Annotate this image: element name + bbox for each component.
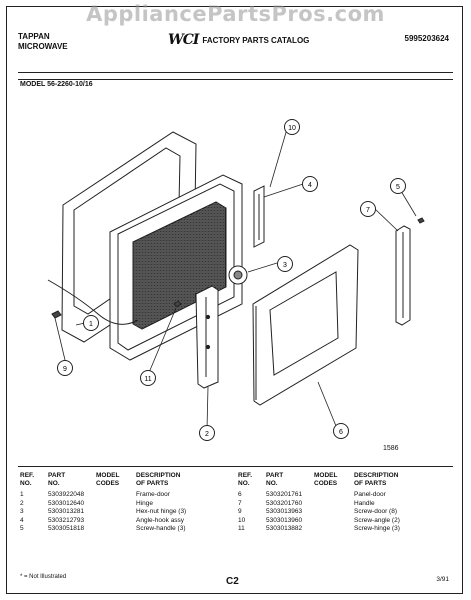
- callout-1: 1: [83, 315, 99, 331]
- hinge-drawing: [195, 285, 219, 389]
- watermark: AppliancePartsPros.com: [86, 2, 385, 26]
- handle-drawing: [395, 225, 411, 326]
- svg-text:10: 10: [288, 125, 296, 132]
- parts-table-left: REF. NO. PART NO. MODEL CODES DESCRIPTIO…: [20, 472, 190, 534]
- col-part: PART NO.: [48, 472, 66, 487]
- catalog-number: 5995203624: [404, 34, 450, 43]
- svg-text:3: 3: [283, 262, 287, 269]
- callout-10: 10: [284, 119, 300, 135]
- footnote: * = Not Illustrated: [20, 574, 67, 580]
- col-desc: DESCRIPTION OF PARTS: [136, 472, 181, 487]
- angle-hook-drawing: [253, 185, 265, 248]
- page-frame: [6, 6, 463, 594]
- svg-text:6: 6: [339, 429, 343, 436]
- wci-logo: WCI: [168, 32, 199, 48]
- brand-name: TAPPAN: [18, 32, 50, 41]
- svg-text:1: 1: [89, 321, 93, 328]
- callout-7: 7: [360, 201, 376, 217]
- callout-9: 9: [57, 360, 73, 376]
- callout-5: 5: [390, 178, 406, 194]
- svg-text:7: 7: [366, 207, 370, 214]
- col-model: MODEL CODES: [314, 472, 338, 487]
- divider-model: [18, 79, 453, 80]
- callout-11: 11: [140, 370, 156, 386]
- divider-top: [18, 72, 453, 73]
- col-ref: REF. NO.: [20, 472, 35, 487]
- brand-block: TAPPAN MICROWAVE: [18, 32, 68, 52]
- door-panel-drawing: [252, 244, 359, 406]
- svg-text:11: 11: [144, 376, 151, 383]
- callout-4: 4: [302, 176, 318, 192]
- parts-table-right: REF. NO. PART NO. MODEL CODES DESCRIPTIO…: [238, 472, 404, 534]
- col-desc: DESCRIPTION OF PARTS: [354, 472, 399, 487]
- callout-6: 6: [333, 423, 349, 439]
- hex-nut-drawing: [228, 265, 248, 285]
- logo-block: WCI FACTORY PARTS CATALOG: [168, 32, 309, 48]
- divider-table: [18, 466, 453, 467]
- revision-date: 3/91: [436, 576, 449, 583]
- callout-group: 10 4 5 7 3 1 9 11 2 6: [57, 119, 406, 441]
- svg-text:5: 5: [396, 184, 400, 191]
- col-part: PART NO.: [266, 472, 284, 487]
- svg-text:9: 9: [63, 366, 67, 373]
- catalog-title: FACTORY PARTS CATALOG: [202, 35, 310, 45]
- callout-3: 3: [277, 256, 293, 272]
- diagram-code: 1586: [383, 445, 399, 452]
- col-ref: REF. NO.: [238, 472, 253, 487]
- svg-text:2: 2: [205, 431, 209, 438]
- svg-text:4: 4: [308, 182, 312, 189]
- model-number: MODEL 56-2260-10/16: [20, 81, 93, 88]
- page-number: C2: [226, 576, 239, 587]
- col-model: MODEL CODES: [96, 472, 120, 487]
- exploded-diagram: 10 4 5 7 3 1 9 11 2 6: [47, 119, 425, 441]
- callout-2: 2: [199, 425, 215, 441]
- product-type: MICROWAVE: [18, 42, 68, 51]
